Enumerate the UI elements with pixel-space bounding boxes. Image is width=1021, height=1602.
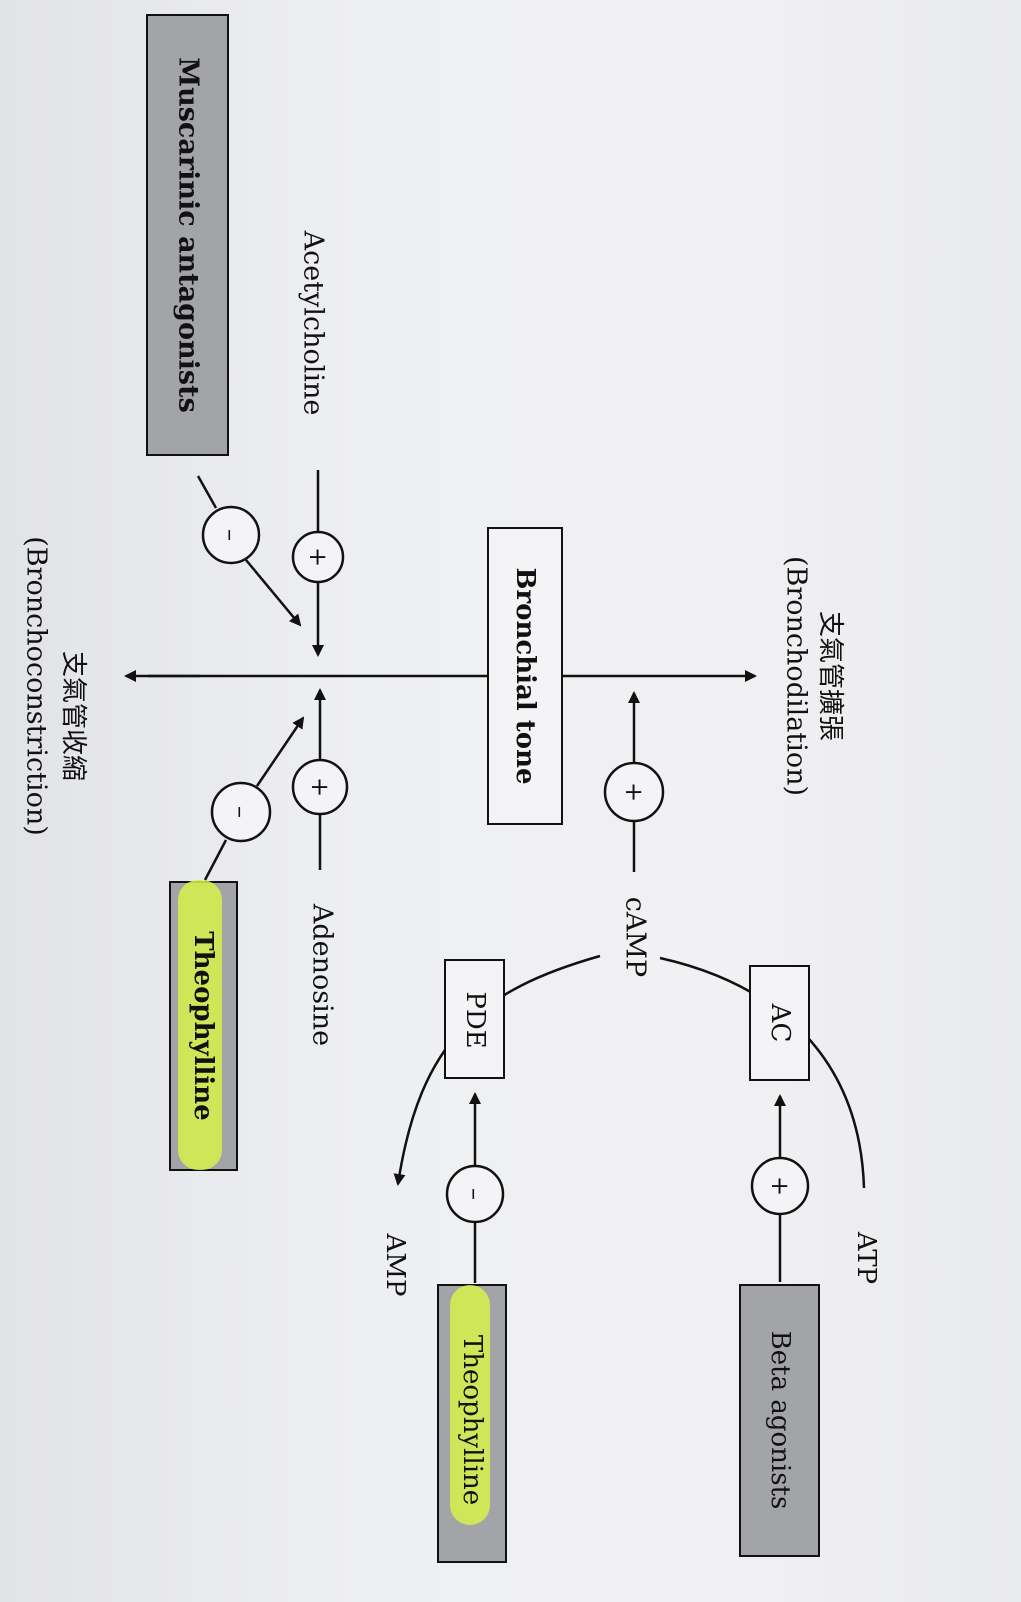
beta-plus-sign: + xyxy=(766,1176,794,1196)
theophylline-adenosine-inhibit-line xyxy=(203,839,228,881)
acetylcholine-label: Acetylcholine xyxy=(298,230,329,416)
bronchial-tone-label: Bronchial tone xyxy=(510,567,540,784)
amp-label: AMP xyxy=(380,1233,410,1297)
dilation-zh-label: 支氣管擴張 xyxy=(815,611,845,741)
muscarinic-minus-circle xyxy=(201,505,261,565)
theophylline-pde-minus-sign: – xyxy=(461,1188,489,1200)
ac-box xyxy=(749,965,810,1081)
pde-label: PDE xyxy=(460,991,490,1048)
theophylline-adenosine-minus-circle xyxy=(210,781,272,843)
atp-label: ATP xyxy=(851,1231,881,1284)
theophylline-adenosine-inhibit-arrow xyxy=(255,716,305,787)
muscarinic-antagonists-label: Muscarinic antagonists xyxy=(173,57,204,413)
dilation-en-label: (Bronchodilation) xyxy=(781,556,812,796)
muscarinic-antagonists-box xyxy=(146,14,229,456)
theophylline-label-1: Theophylline xyxy=(188,931,218,1120)
acetylcholine-plus-sign: + xyxy=(304,547,332,567)
theophylline-adenosine-minus-sign: – xyxy=(227,806,255,818)
ac-label: AC xyxy=(765,1003,795,1043)
camp-label: cAMP xyxy=(620,897,651,977)
constriction-en-label: (Bronchoconstriction) xyxy=(21,536,52,836)
muscarinic-inhibit-line xyxy=(196,475,218,509)
adenosine-label: Adenosine xyxy=(307,903,338,1046)
theophylline-highlight-2 xyxy=(450,1285,490,1525)
muscarinic-inhibit-arrow xyxy=(245,559,302,627)
constriction-zh-label: 支氣管收縮 xyxy=(58,651,88,781)
bronchial-tone-box xyxy=(487,527,563,825)
theophylline-highlight-1 xyxy=(178,880,222,1170)
pde-box xyxy=(444,959,505,1079)
beta-agonists-box xyxy=(739,1284,820,1557)
muscarinic-minus-sign: – xyxy=(217,529,245,541)
beta-agonists-label: Beta agonists xyxy=(765,1331,795,1510)
camp-plus-sign: + xyxy=(620,782,648,802)
adenosine-plus-sign: + xyxy=(306,777,334,797)
theophylline-label-2: Theophylline xyxy=(457,1335,487,1505)
